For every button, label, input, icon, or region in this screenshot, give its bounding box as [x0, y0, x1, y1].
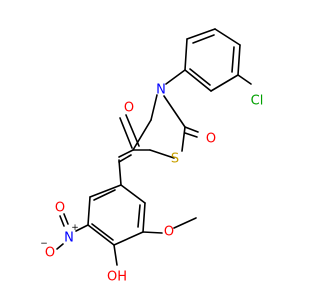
bond	[184, 69, 212, 92]
bond	[75, 224, 89, 232]
bond	[113, 244, 118, 266]
carbonyl-oxygen-c2: O	[206, 132, 216, 147]
ring-sulfur-atom: S	[171, 152, 179, 167]
bond	[181, 126, 186, 152]
bond	[237, 44, 241, 76]
hydroxyl-group: OH	[107, 270, 127, 285]
bond	[184, 38, 188, 71]
chlorine-atom: Cl	[251, 94, 264, 109]
bond	[120, 184, 146, 204]
nitro-oxygen-atom: O	[55, 201, 65, 216]
bond	[150, 94, 158, 121]
bond	[165, 69, 186, 85]
bond	[137, 204, 141, 228]
bond	[113, 231, 144, 246]
carbonyl-oxygen-c4: O	[124, 101, 134, 116]
bond	[118, 154, 132, 163]
bond	[87, 196, 91, 226]
bond	[63, 213, 69, 225]
bond	[214, 28, 241, 46]
bond	[125, 114, 140, 147]
bonds	[56, 28, 252, 266]
bond	[93, 189, 116, 201]
bond	[132, 119, 152, 151]
bond	[192, 34, 215, 44]
methoxy-oxygen-atom: O	[164, 225, 174, 240]
bond	[231, 46, 235, 73]
bond	[184, 132, 198, 138]
bond	[210, 74, 239, 92]
bond	[149, 149, 175, 159]
bond	[189, 68, 211, 86]
bond	[118, 149, 134, 158]
bond	[186, 28, 216, 40]
bond	[118, 159, 122, 186]
bond	[163, 95, 186, 128]
bond	[89, 184, 122, 198]
atom-labels: Cl N O O S N + O O − OH O	[40, 83, 263, 285]
nitro-oxide-charge: −	[40, 239, 48, 249]
bond	[91, 223, 114, 241]
bond	[119, 117, 133, 149]
bond	[56, 243, 64, 250]
bond	[237, 74, 252, 85]
nitro-nitrogen-atom: N	[64, 231, 74, 246]
bond	[87, 224, 115, 246]
nitro-nitrogen-charge: +	[71, 223, 79, 233]
nitro-oxide-atom: O	[45, 246, 55, 261]
bond	[142, 202, 146, 233]
bond	[59, 215, 65, 227]
bond	[184, 126, 199, 133]
bond	[173, 217, 197, 229]
thiazolidine-nitrogen-atom: N	[156, 83, 166, 98]
bond	[142, 231, 163, 234]
chemical-structure-diagram: Cl N O O S N + O O − OH O	[40, 28, 263, 285]
